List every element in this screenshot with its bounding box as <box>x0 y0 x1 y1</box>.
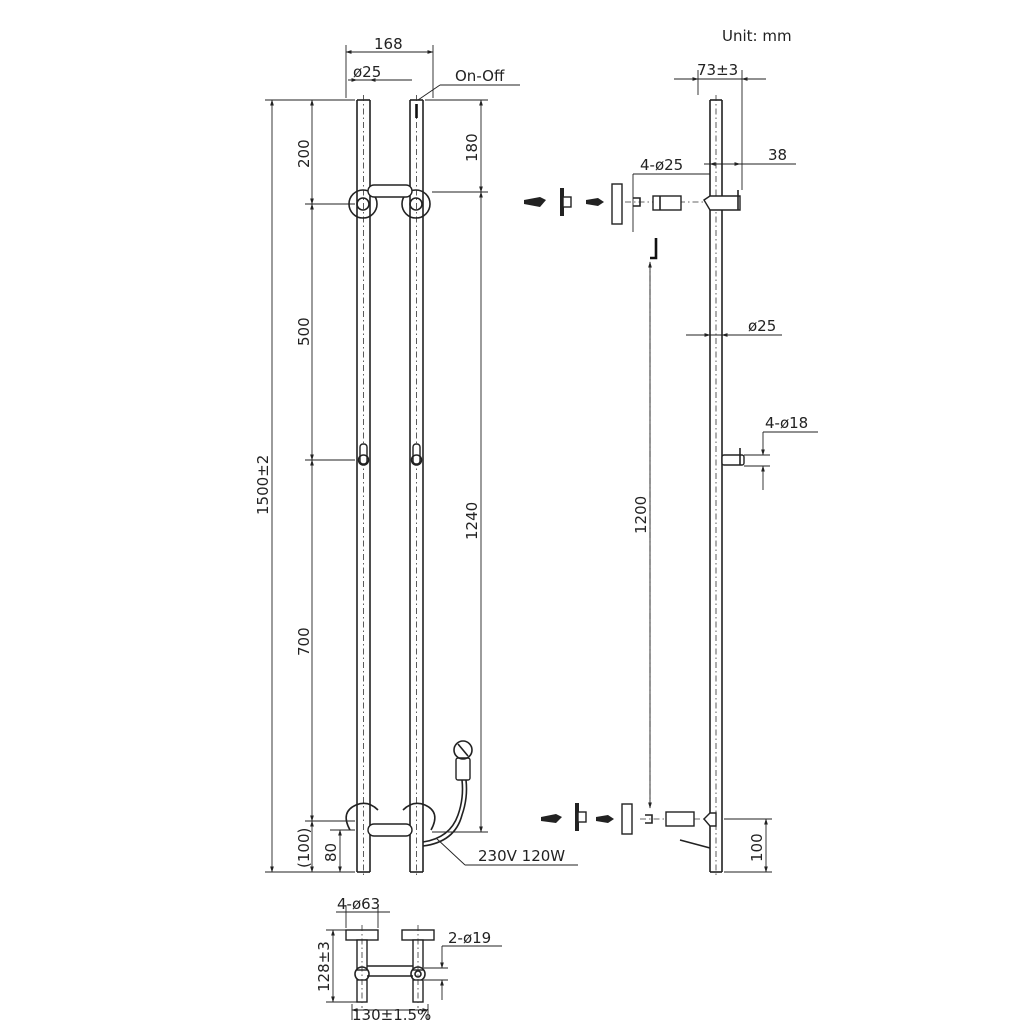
left-tube <box>356 95 371 878</box>
switch-label: On-Off <box>455 67 505 85</box>
bottom-offset-label: (100) <box>295 828 313 868</box>
mounting-parts-bottom <box>541 803 712 849</box>
power-label: 230V 120W <box>478 847 565 865</box>
tube-diameter-side-label: ø25 <box>748 317 776 335</box>
unit-label: Unit: mm <box>722 27 792 45</box>
power-cord <box>422 740 473 847</box>
rail-spacing-label: 1240 <box>463 502 481 540</box>
plan-width-label: 130±1.5% <box>352 1006 431 1024</box>
middle-hooks <box>357 443 423 466</box>
plan-view: 4-ø63 2-ø19 128±3 130±1.5% <box>315 895 502 1024</box>
bottom-flanges <box>345 802 436 837</box>
bottom-bar-label: 80 <box>322 843 340 862</box>
total-height-label: 1500±2 <box>254 455 272 515</box>
width-label: 168 <box>374 35 403 53</box>
right-tube <box>409 95 424 878</box>
top-offset-right-label: 180 <box>463 133 481 162</box>
bracket-depth-label: 38 <box>768 146 787 164</box>
top-flanges <box>348 184 431 219</box>
bottom-offset-side-label: 100 <box>748 833 766 862</box>
depth-label: 73±3 <box>697 61 738 79</box>
rail-diameter-label: 2-ø19 <box>448 929 491 947</box>
plan-height-label: 128±3 <box>315 941 333 992</box>
tube-diameter-label: ø25 <box>353 63 381 81</box>
mount-spacing-label: 1200 <box>632 496 650 534</box>
middle-spacing-label: 500 <box>295 317 313 346</box>
hook-diameter-label: 4-ø18 <box>765 414 808 432</box>
flange-diameter-label: 4-ø63 <box>337 895 380 913</box>
bracket-diameter-label: 4-ø25 <box>640 156 683 174</box>
side-view: 73±3 4-ø25 38 ø25 4-ø18 1200 100 <box>632 61 818 878</box>
lower-spacing-label: 700 <box>295 627 313 656</box>
top-offset-left-label: 200 <box>295 139 313 168</box>
front-view: 168 ø25 On-Off 200 500 700 (100) 80 1500… <box>254 35 578 878</box>
mounting-parts-top <box>524 183 712 808</box>
